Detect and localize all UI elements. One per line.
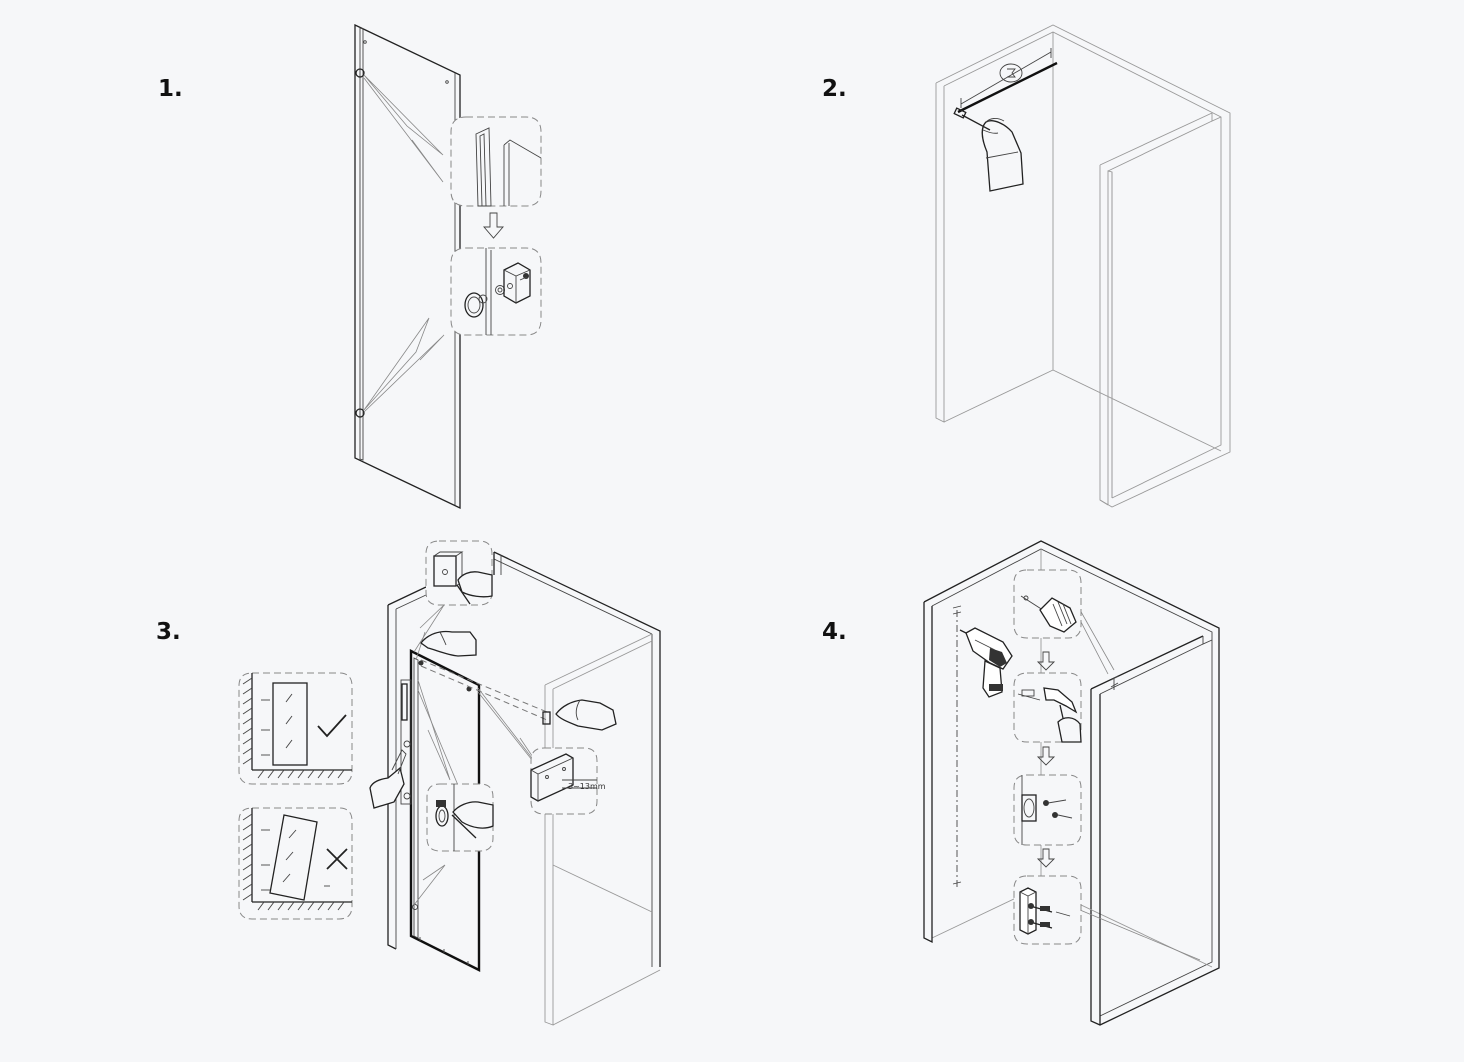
step4-detail-screws xyxy=(1013,875,1082,945)
step3-dashed-guide xyxy=(420,659,551,725)
step3-hand-top-icon xyxy=(420,630,477,657)
step4-detail-drill xyxy=(1013,569,1082,639)
step2-alcove xyxy=(935,24,1231,508)
step3-correct-example xyxy=(238,672,353,785)
step4-drill-line xyxy=(952,605,1119,890)
step3-detail-gap: 3~13mm xyxy=(530,747,606,815)
step1-callout-pointers xyxy=(363,74,445,413)
cross-icon xyxy=(326,848,348,870)
step3-hand-side-icon xyxy=(369,749,407,809)
step-number-4: 4. xyxy=(822,619,847,645)
step4-detail-hammer xyxy=(1013,672,1082,743)
step3-glass-panel xyxy=(400,649,481,972)
step3-hand-right-icon xyxy=(555,699,617,731)
step4-detail-bracket xyxy=(1013,774,1082,846)
step3-gap-measurement: 3~13mm xyxy=(568,782,606,791)
step4-arrow-1-icon xyxy=(1036,651,1056,671)
step4-arrow-2-icon xyxy=(1036,746,1056,766)
step1-down-arrow-icon xyxy=(483,212,504,239)
step3-callout-pointers xyxy=(413,604,546,906)
step2-hand-pencil-icon xyxy=(953,107,1024,192)
step-number-1: 1. xyxy=(158,76,183,102)
step1-detail-profile xyxy=(450,116,542,207)
step4-arrow-3-icon xyxy=(1036,848,1056,868)
step1-detail-hinge xyxy=(450,247,542,336)
check-icon xyxy=(317,714,347,738)
step3-detail-knob xyxy=(426,783,494,852)
step1-glass-panel xyxy=(354,23,461,510)
step3-wrong-example xyxy=(238,807,353,920)
step3-detail-top-bracket xyxy=(425,540,493,606)
drill-icon xyxy=(959,627,1013,698)
step2-measure-line xyxy=(957,48,1058,114)
step-number-3: 3. xyxy=(156,619,181,645)
step4-callout-pointers xyxy=(1079,609,1201,961)
step3-enclosure xyxy=(387,551,661,1026)
step-number-2: 2. xyxy=(822,76,847,102)
